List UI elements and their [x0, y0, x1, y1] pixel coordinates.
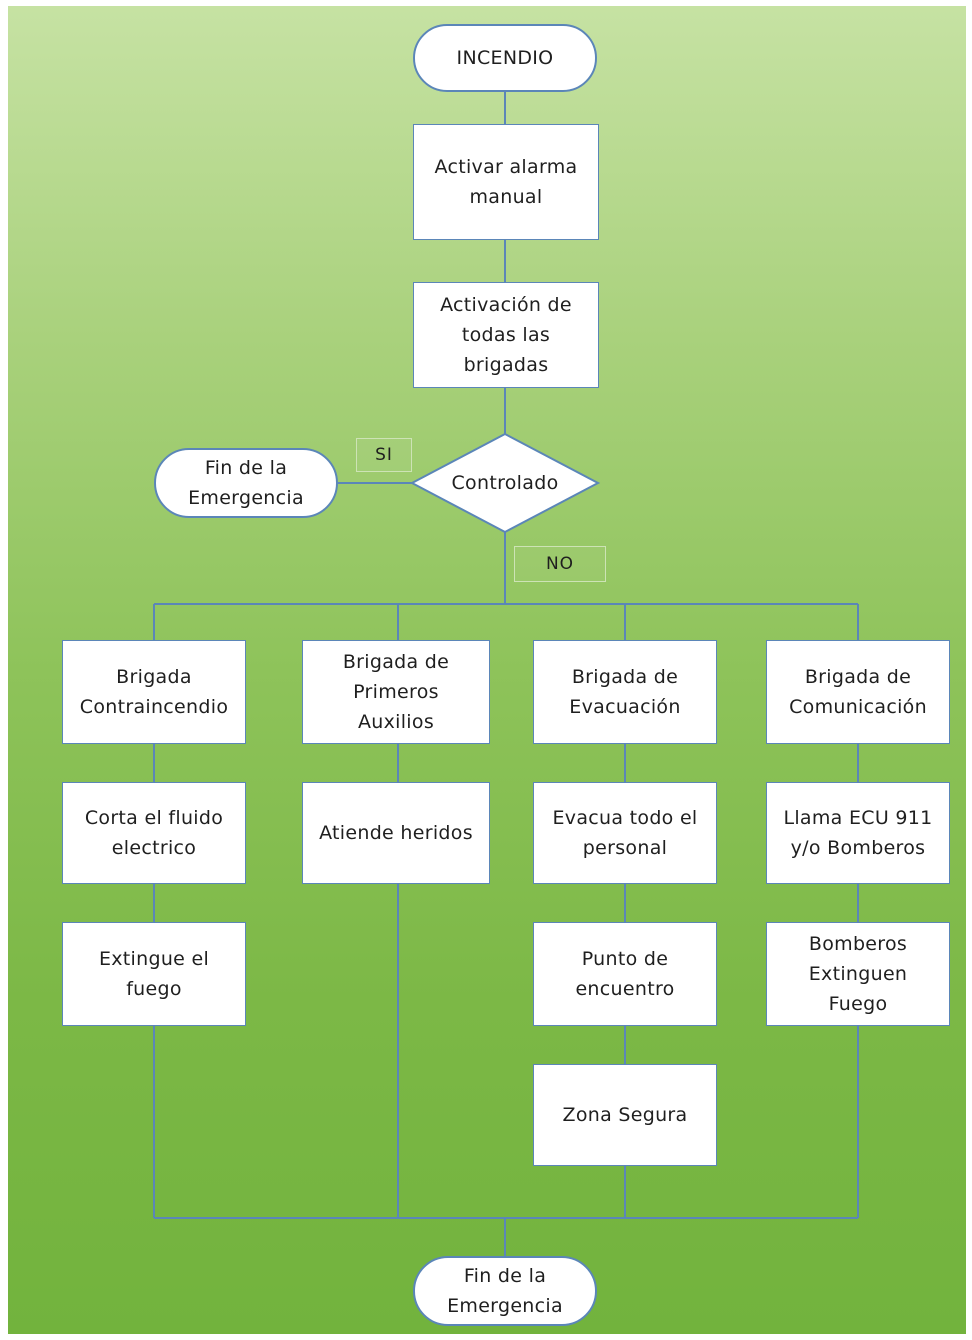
brigade-comunicacion: Brigada de Comunicación	[766, 640, 950, 744]
action-atiende-heridos: Atiende heridos	[302, 782, 490, 884]
action-corta-fluido-label: Corta el fluido electrico	[84, 807, 224, 859]
brigade-evacuacion: Brigada de Evacuación	[533, 640, 717, 744]
brigade-evacuacion-title: Brigada de Evacuación	[569, 666, 681, 718]
action-bomberos-extinguen-label: Bomberos Extinguen Fuego	[808, 933, 908, 1015]
start-label: INCENDIO	[456, 47, 554, 69]
brigade-contraincendio: Brigada Contraincendio	[62, 640, 246, 744]
decision-label: Controlado	[451, 472, 559, 494]
brigade-primeros-auxilios-title: Brigada de Primeros Auxilios	[342, 651, 450, 733]
step-activate-alarm: Activar alarma manual	[413, 124, 599, 240]
decision-diamond	[409, 432, 601, 534]
step-activate-alarm-label: Activar alarma manual	[434, 156, 578, 208]
action-zona-segura-label: Zona Segura	[562, 1104, 688, 1126]
action-bomberos-extinguen: Bomberos Extinguen Fuego	[766, 922, 950, 1026]
action-evacua-personal-label: Evacua todo el personal	[552, 807, 698, 859]
action-extingue-fuego-label: Extingue el fuego	[98, 948, 210, 1000]
step-activate-brigades-label: Activación de todas las brigadas	[440, 294, 572, 376]
end-terminal: Fin de la Emergencia	[413, 1256, 597, 1326]
step-activate-brigades: Activación de todas las brigadas	[413, 282, 599, 388]
no-label: NO	[514, 546, 606, 582]
yes-label: SI	[356, 438, 412, 472]
end-label: Fin de la Emergencia	[447, 1265, 563, 1317]
action-punto-encuentro-label: Punto de encuentro	[575, 948, 675, 1000]
end-yes-terminal: Fin de la Emergencia	[154, 448, 338, 518]
flowchart-canvas: INCENDIO Activar alarma manual Activació…	[8, 6, 966, 1334]
start-terminal: INCENDIO	[413, 24, 597, 92]
connector-lines	[153, 92, 859, 1256]
brigade-contraincendio-title: Brigada Contraincendio	[79, 666, 229, 718]
action-zona-segura: Zona Segura	[533, 1064, 717, 1166]
action-extingue-fuego: Extingue el fuego	[62, 922, 246, 1026]
action-corta-fluido: Corta el fluido electrico	[62, 782, 246, 884]
brigade-comunicacion-title: Brigada de Comunicación	[789, 666, 927, 718]
action-llama-ecu911: Llama ECU 911 y/o Bomberos	[766, 782, 950, 884]
brigade-primeros-auxilios: Brigada de Primeros Auxilios	[302, 640, 490, 744]
action-atiende-heridos-label: Atiende heridos	[319, 822, 473, 844]
action-evacua-personal: Evacua todo el personal	[533, 782, 717, 884]
end-yes-label: Fin de la Emergencia	[188, 457, 304, 509]
action-llama-ecu911-label: Llama ECU 911 y/o Bomberos	[783, 807, 933, 859]
action-punto-encuentro: Punto de encuentro	[533, 922, 717, 1026]
